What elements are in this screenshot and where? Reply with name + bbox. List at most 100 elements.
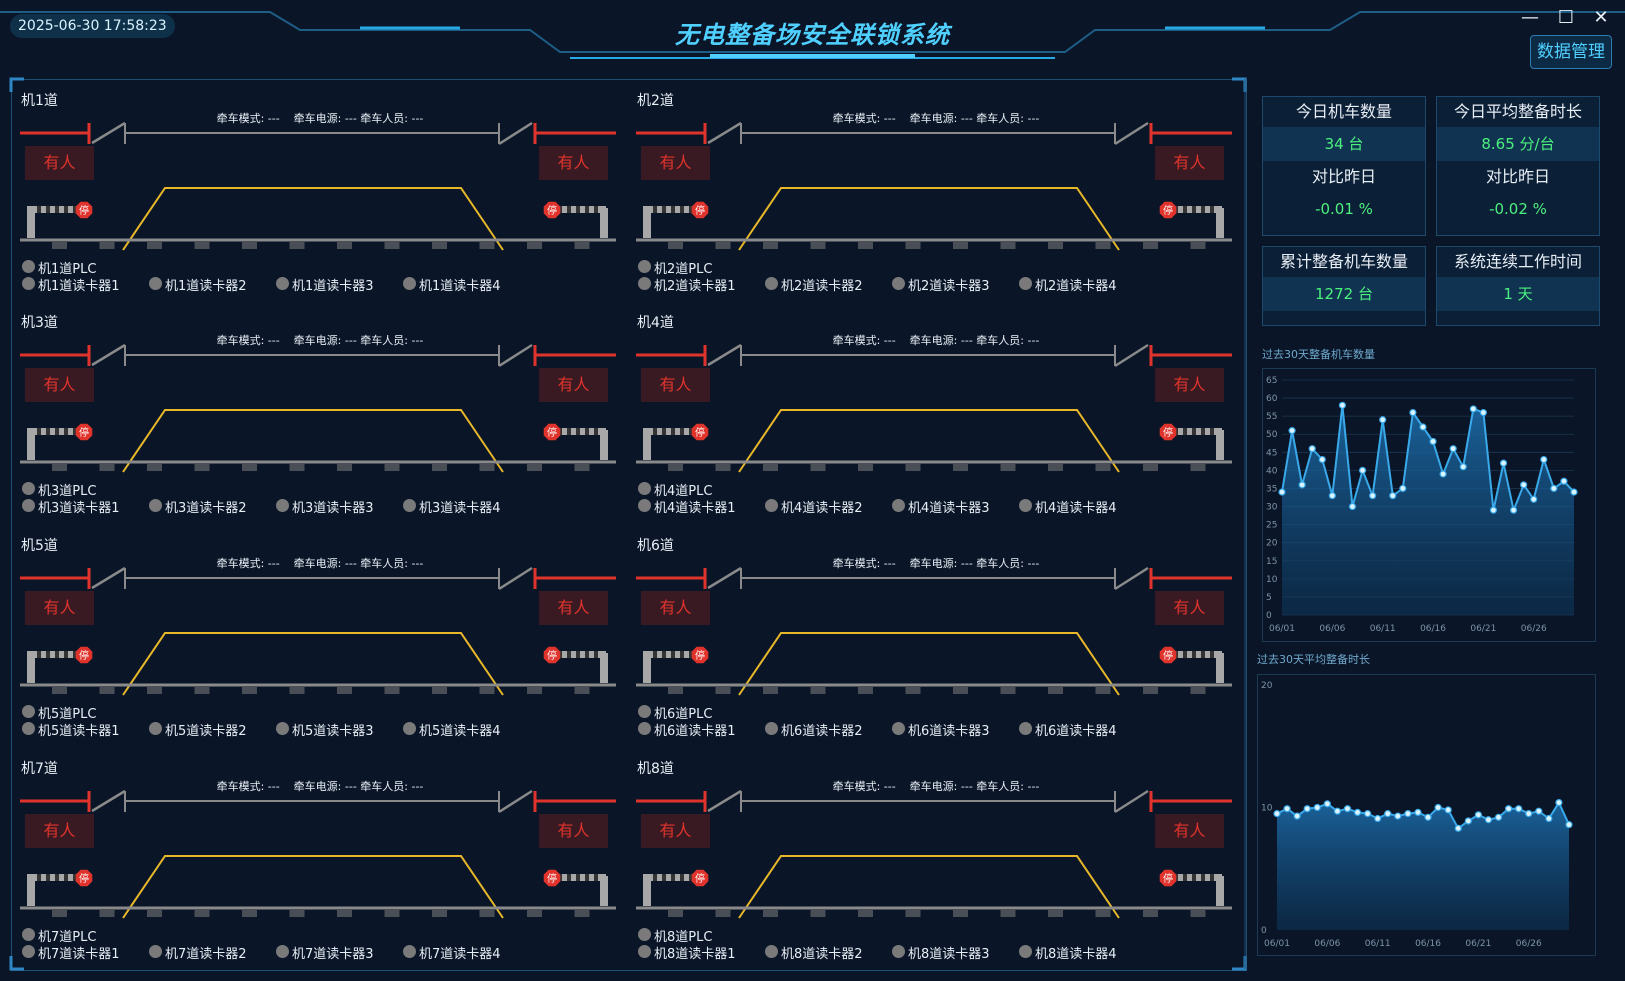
data-point (1439, 470, 1447, 478)
stop-label: 停 (695, 649, 705, 662)
minimize-icon[interactable]: — (1521, 7, 1539, 28)
track-diagram: 停停 (20, 789, 616, 919)
card-reader-label: 机6道读卡器1 (654, 724, 736, 739)
data-point (1540, 455, 1548, 464)
reader-status-indicator (765, 277, 778, 290)
y-tick-label: 45 (1266, 448, 1277, 458)
data-point (1550, 484, 1558, 493)
stop-sign-icon (543, 201, 561, 219)
today-compare-title: 对比昨日 (1311, 167, 1376, 186)
avg-compare-value: -0.02 % (1489, 200, 1547, 218)
stop-sign-icon (543, 423, 561, 441)
track-panel: 机5道牵车模式: --- 牵车电源: --- 牵车人员: ---停停有人有人机5… (20, 535, 620, 740)
plc-status-indicator (638, 260, 651, 273)
track-panel: 机1道牵车模式: --- 牵车电源: --- 牵车人员: ---停停有人有人机1… (20, 90, 620, 295)
reader-status-indicator (149, 945, 162, 958)
today-count-value: 34 台 (1263, 127, 1425, 161)
uptime-title: 系统连续工作时间 (1453, 252, 1582, 271)
person-present-badge-right: 有人 (539, 368, 608, 402)
data-point (1384, 810, 1392, 818)
x-tick-label: 06/16 (1420, 624, 1446, 634)
plc-status-indicator (22, 928, 35, 941)
data-point (1489, 506, 1498, 514)
stop-sign-icon (691, 646, 709, 664)
person-present-badge-left: 有人 (25, 591, 94, 625)
uptime-card: 系统连续工作时间 1 天 (1436, 246, 1600, 326)
stop-sign-icon (1159, 201, 1177, 219)
data-point (1494, 813, 1503, 821)
stop-label: 停 (547, 872, 557, 885)
chart1-title: 过去30天整备机车数量 (1262, 348, 1375, 361)
stop-sign-icon (1159, 646, 1177, 664)
stop-sign-icon (691, 869, 709, 887)
stop-sign-icon (543, 646, 561, 664)
chart2-frame (1257, 674, 1596, 956)
reader-status-indicator (22, 945, 35, 958)
x-tick-label: 06/11 (1370, 624, 1396, 634)
data-point (1374, 814, 1382, 823)
person-present-badge-left: 有人 (25, 146, 94, 180)
data-point (1479, 408, 1487, 417)
plc-status-indicator (638, 705, 651, 718)
data-point (1328, 492, 1336, 500)
data-point (1273, 810, 1281, 818)
data-point (1358, 466, 1367, 474)
series-area (1282, 405, 1574, 615)
stop-sign-icon (75, 201, 93, 219)
avg-time-title: 今日平均整备时长 (1453, 102, 1582, 121)
plc-label: 机5道PLC (38, 707, 97, 722)
stop-label: 停 (695, 872, 705, 885)
train-info: 牵车模式: --- 牵车电源: --- 牵车人员: --- (832, 780, 1040, 793)
datetime-display: 2025-06-30 17:58:23 (10, 14, 175, 38)
data-point (1504, 805, 1513, 813)
stop-label: 停 (547, 426, 557, 439)
data-management-button[interactable]: 数据管理 (1530, 35, 1612, 69)
stop-label: 停 (79, 872, 89, 885)
data-point (1560, 477, 1568, 485)
stop-label: 停 (79, 204, 89, 217)
person-present-badge-left: 有人 (641, 368, 710, 402)
track-name: 机8道 (637, 761, 674, 777)
x-tick-label: 06/16 (1415, 939, 1441, 949)
person-present-badge-right: 有人 (1155, 591, 1224, 625)
stop-label: 停 (547, 649, 557, 662)
close-icon[interactable]: ✕ (1593, 7, 1609, 28)
card-reader-label: 机4道读卡器2 (781, 501, 863, 516)
data-point (1454, 824, 1462, 832)
card-reader-label: 机3道读卡器2 (165, 501, 247, 516)
plc-status-indicator (638, 928, 651, 941)
card-reader-label: 机6道读卡器3 (908, 724, 990, 739)
track-panel: 机6道牵车模式: --- 牵车电源: --- 牵车人员: ---停停有人有人机6… (636, 535, 1236, 740)
avg-time-card: 今日平均整备时长 8.65 分/台 对比昨日 -0.02 % (1436, 96, 1600, 236)
reader-status-indicator (403, 945, 416, 958)
maximize-icon[interactable]: ☐ (1557, 7, 1575, 28)
card-reader-label: 机6道读卡器4 (1035, 724, 1117, 739)
uptime-value: 1 天 (1437, 277, 1599, 311)
data-point (1323, 800, 1331, 808)
data-point (1333, 807, 1342, 815)
reader-status-indicator (765, 722, 778, 735)
x-tick-label: 06/01 (1269, 624, 1295, 634)
card-reader-label: 机8道读卡器4 (1035, 947, 1117, 962)
data-point (1348, 502, 1357, 511)
train-info: 牵车模式: --- 牵车电源: --- 牵车人员: --- (216, 557, 424, 570)
track-panel: 机2道牵车模式: --- 牵车电源: --- 牵车人员: ---停停有人有人机2… (636, 90, 1236, 295)
stop-sign-icon (691, 423, 709, 441)
data-point (1298, 481, 1306, 489)
data-point (1515, 805, 1523, 813)
person-present-badge-right: 有人 (539, 814, 608, 848)
data-point (1288, 427, 1296, 435)
track-diagram: 停停 (20, 566, 616, 696)
total-count-value: 1272 台 (1263, 277, 1425, 311)
series-area (1277, 802, 1569, 930)
card-reader-label: 机5道读卡器1 (38, 724, 120, 739)
x-tick-label: 06/26 (1521, 624, 1547, 634)
track-panel: 机7道牵车模式: --- 牵车电源: --- 牵车人员: ---停停有人有人机7… (20, 758, 620, 963)
train-info: 牵车模式: --- 牵车电源: --- 牵车人员: --- (832, 557, 1040, 570)
data-point (1429, 437, 1437, 446)
reader-status-indicator (149, 722, 162, 735)
stop-label: 停 (1163, 872, 1173, 885)
card-reader-label: 机2道读卡器2 (781, 279, 863, 294)
card-reader-label: 机7道读卡器1 (38, 947, 120, 962)
